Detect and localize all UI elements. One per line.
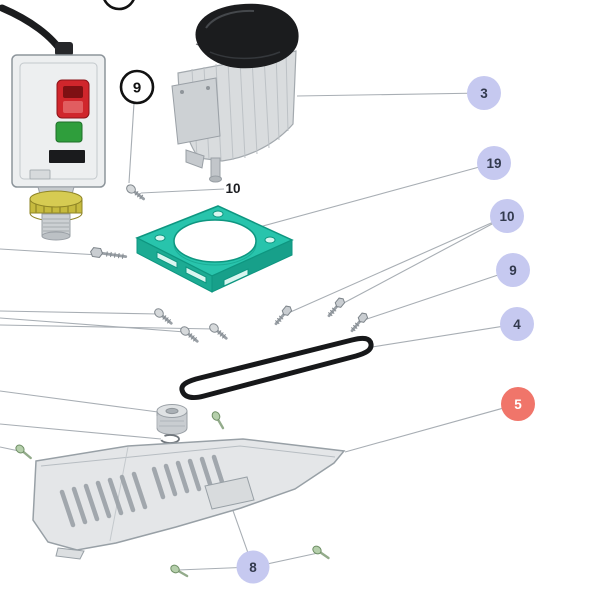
callout-10-text: 10 [225,181,240,196]
bracket-slot [223,268,249,287]
screw [180,326,199,343]
screw [209,323,228,340]
guard-screw [15,444,32,460]
callout-19: 19 [477,146,511,180]
switch-label-strip [49,150,85,163]
callout-label: 10 [499,209,514,224]
switch-box [11,54,106,188]
callout-label: 4 [513,317,521,332]
callout-top-partial [103,0,135,11]
callout-label: 5 [514,397,522,412]
motor [171,3,299,183]
callout-label: 8 [249,560,257,575]
circlip [160,434,180,444]
guard-screw [312,545,330,560]
access-hatch [204,476,255,510]
motor-mount-bracket [135,205,294,293]
switch-assembly [11,42,106,241]
guard-tab [55,547,85,560]
callout-10: 10 [490,199,524,233]
callout-label: 3 [480,86,488,101]
hex-bolt [327,297,346,318]
hex-bolt [350,312,369,333]
pulley [156,404,188,435]
guard-screw [170,564,189,578]
belt-guard [32,438,346,560]
callout-8: 8 [236,550,270,584]
callout-9: 9 [496,253,530,287]
bracket-slot [185,266,207,284]
vent-slots-left [59,471,148,528]
fan-cover [195,3,299,69]
screw [126,184,146,201]
callout-label: 9 [133,80,141,97]
threaded-stub [41,213,71,241]
hex-bolt [274,305,293,326]
motor-fins [191,51,289,161]
callout-label: 9 [509,263,517,278]
drive-belt [179,335,374,401]
leader-lines [0,92,519,571]
callout-5: 5 [501,387,535,421]
callout-label: 19 [486,156,501,171]
hex-bolt [90,247,128,259]
terminal-box [171,77,221,145]
power-button-green [55,121,83,143]
screw [154,308,173,325]
ring-nut [29,190,83,222]
motor-foot [185,149,205,169]
callout-9-outlined: 9 [119,69,155,105]
motor-shaft-stud [210,157,221,179]
callout-3: 3 [467,76,501,110]
guard-screw [211,411,225,430]
bracket-center-hole [173,219,257,263]
vent-slots-right [151,454,226,500]
cable-gland [55,42,73,56]
power-cable [0,4,67,58]
bracket-slot [156,251,178,269]
callout-4: 4 [500,307,534,341]
